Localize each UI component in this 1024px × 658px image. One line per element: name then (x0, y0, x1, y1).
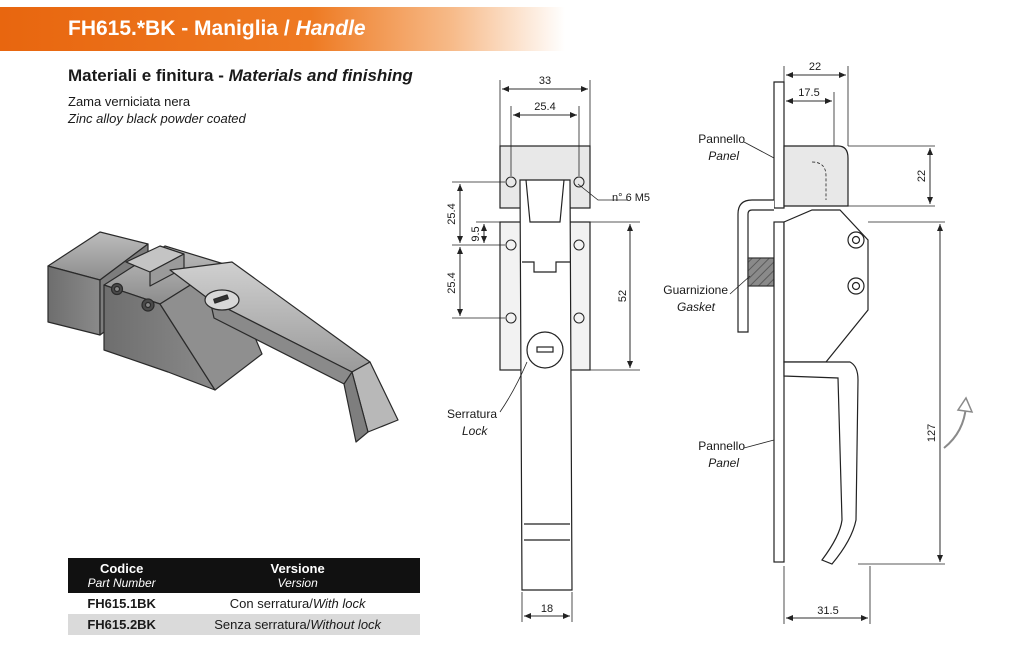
handle-3d-illustration (47, 231, 399, 443)
side-keeper (783, 145, 849, 207)
lock-label-it: Serratura (447, 407, 497, 421)
dim-width-33: 33 (539, 75, 551, 87)
dim-upper-pitch: 25.4 (446, 203, 458, 224)
side-view (729, 66, 974, 624)
row-version: Senza serratura/Without lock (175, 614, 420, 635)
front-handle-body (519, 179, 573, 591)
row-version-it: Con serratura (229, 596, 310, 611)
row-code: FH615.2BK (68, 614, 176, 635)
lock-label-en: Lock (462, 424, 488, 438)
rotation-arrow (943, 405, 967, 449)
panel-bottom-label-it: Pannello (698, 439, 745, 453)
side-gasket (747, 257, 775, 287)
row-version-slash: / (309, 596, 313, 611)
front-mounting-holes (505, 176, 585, 324)
materials-title: Materiali e finitura - Materials and fin… (68, 66, 413, 86)
title-code: FH615.*BK (68, 17, 176, 40)
dim-lower-pitch: 25.4 (446, 272, 458, 293)
hole-note: n° 6 M5 (612, 192, 650, 204)
front-view-dimensions: 33 25.4 25.4 9.5 25.4 52 18 n° 6 M5 Serr… (446, 75, 650, 615)
side-view-labels: 22 17.5 22 127 31.5 Pannello Panel Guarn… (663, 61, 938, 617)
title-name-en: Handle (295, 17, 366, 40)
side-pivot-lower (847, 277, 865, 295)
side-lower-panel (773, 221, 785, 563)
title-separator: - (175, 17, 195, 40)
header-version-en: Version (277, 576, 318, 590)
front-lock-keyhole (536, 346, 554, 353)
materials-desc-en: Zinc alloy black powder coated (68, 111, 246, 126)
side-pivot-upper (847, 231, 865, 249)
front-left-plate (499, 221, 523, 371)
header-banner (0, 7, 565, 51)
row-code: FH615.1BK (87, 596, 156, 611)
header-code-en: Part Number (87, 576, 156, 590)
row-version-en: Without lock (310, 617, 382, 632)
page-title: FH615.*BK - Maniglia / Handle (68, 7, 366, 51)
dim-bottom-18: 18 (541, 603, 553, 615)
materials-title-separator: - (213, 66, 229, 85)
panel-top-label-en: Panel (708, 149, 739, 163)
title-name-it: Maniglia (194, 17, 279, 40)
header-version-it: Versione (270, 561, 325, 576)
panel-bottom-label-en: Panel (708, 456, 739, 470)
dim-height-127: 127 (926, 424, 938, 442)
table-row: FH615.2BK Senza serratura/Without lock (68, 614, 420, 635)
materials-title-en: Materials and finishing (228, 66, 413, 85)
header-code-it: Codice (99, 561, 144, 576)
side-upper-panel (773, 81, 785, 209)
row-version: Con serratura/With lock (175, 593, 420, 614)
dim-top-17-5: 17.5 (798, 87, 819, 99)
gasket-label-en: Gasket (677, 300, 716, 314)
materials-desc-it: Zama verniciata nera (68, 94, 191, 109)
dim-step-9-5: 9.5 (470, 226, 482, 241)
row-version-en: With lock (312, 596, 366, 611)
title-slash: / (278, 17, 296, 40)
dim-top-22: 22 (809, 61, 821, 73)
gasket-label-it: Guarnizione (663, 283, 728, 297)
panel-top-label-it: Pannello (698, 132, 745, 146)
row-version-slash: / (306, 617, 311, 632)
front-lock-cylinder (526, 331, 564, 369)
dim-bottom-31-5: 31.5 (817, 605, 838, 617)
dim-width-25-4: 25.4 (534, 101, 555, 113)
side-lever (783, 361, 859, 565)
front-view (452, 80, 640, 622)
dim-height-52: 52 (617, 290, 629, 302)
dim-side-22: 22 (916, 170, 928, 182)
table-row: FH615.1BK Con serratura/With lock (68, 593, 420, 614)
row-version-it: Senza serratura (214, 617, 307, 632)
materials-title-it: Materiali e finitura (68, 66, 214, 85)
side-door-panel (737, 199, 774, 333)
